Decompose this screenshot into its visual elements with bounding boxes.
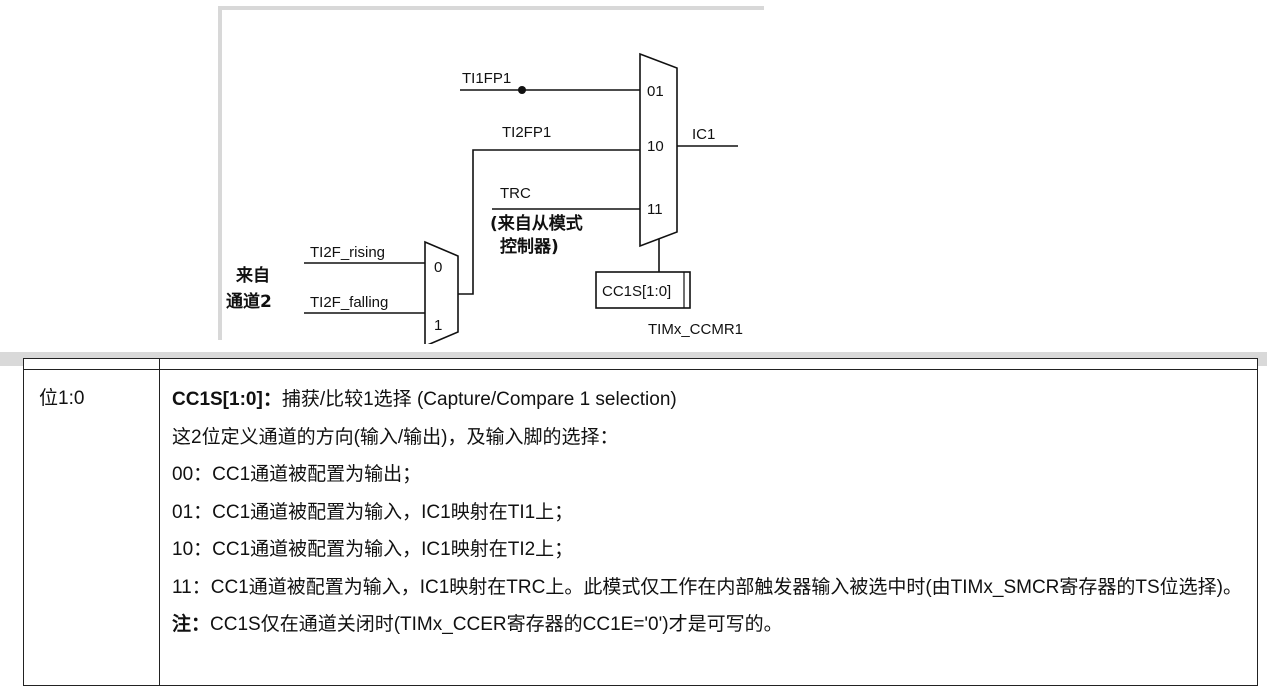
table-top-rule: [24, 369, 1257, 370]
option-01: 01：CC1通道被配置为输入，IC1映射在TI1上；: [172, 501, 574, 523]
diagram-canvas: TI1FP1 TI2FP1 TRC (来自从模式 控制器) 来自 通道2 TI2…: [226, 52, 743, 344]
main-mux: [639, 52, 678, 248]
field-title-line: CC1S[1:0]：捕获/比较1选择 (Capture/Compare 1 se…: [172, 381, 1247, 419]
label-cc1s: CC1S[1:0]: [602, 283, 671, 300]
option-10: 10：CC1通道被配置为输入，IC1映射在TI2上；: [172, 539, 574, 560]
field-description: CC1S[1:0]：捕获/比较1选择 (Capture/Compare 1 se…: [172, 381, 1247, 643]
label-ic1: IC1: [692, 126, 715, 143]
label-mux-11: 11: [647, 201, 663, 218]
note-text: CC1S仅在通道关闭时(TIMx_CCER寄存器的CC1E='0')才是可写的。: [210, 613, 783, 635]
junction-dot: [518, 86, 526, 94]
label-small-mux-0: 0: [434, 259, 442, 276]
note-label: 注：: [172, 613, 211, 635]
cc1s-select-box: [595, 271, 691, 309]
field-intro: 这2位定义通道的方向(输入/输出)，及输入脚的选择：: [172, 426, 619, 448]
field-name: CC1S[1:0]: [172, 389, 263, 410]
label-mux-01: 01: [647, 83, 664, 100]
option-11: 11：CC1通道被配置为输入，IC1映射在TRC上。此模式仅工作在内部触发器输入…: [172, 576, 1243, 598]
timer-input-mux-diagram: TI1FP1 TI2FP1 TRC (来自从模式 控制器) 来自 通道2 TI2…: [218, 6, 764, 344]
register-bit-table: 位1:0 CC1S[1:0]：捕获/比较1选择 (Capture/Compare…: [23, 358, 1258, 686]
label-trc-note-1: (来自从模式: [490, 213, 583, 234]
label-ti2f-rising: TI2F_rising: [310, 244, 385, 261]
label-ti1fp1: TI1FP1: [462, 70, 511, 87]
label-trc-note-2: 控制器): [500, 236, 559, 257]
bit-position-label: 位1:0: [39, 388, 85, 409]
field-separator: ：: [262, 389, 282, 410]
field-title: 捕获/比较1选择 (Capture/Compare 1 selection): [281, 389, 677, 410]
label-source-2: 通道2: [226, 291, 272, 312]
label-trc: TRC: [500, 185, 531, 202]
ti2fp1-line: [458, 149, 640, 295]
small-mux: [424, 240, 459, 344]
label-ti2f-falling: TI2F_falling: [310, 294, 388, 311]
option-00: 00：CC1通道被配置为输出；: [172, 464, 422, 485]
note-line: 注：CC1S仅在通道关闭时(TIMx_CCER寄存器的CC1E='0')才是可写…: [172, 606, 1247, 644]
label-source-1: 来自: [235, 265, 270, 286]
label-small-mux-1: 1: [434, 317, 442, 334]
label-register: TIMx_CCMR1: [648, 321, 743, 338]
label-ti2fp1: TI2FP1: [502, 124, 551, 141]
table-column-divider: [159, 359, 160, 685]
label-mux-10: 10: [647, 138, 664, 155]
